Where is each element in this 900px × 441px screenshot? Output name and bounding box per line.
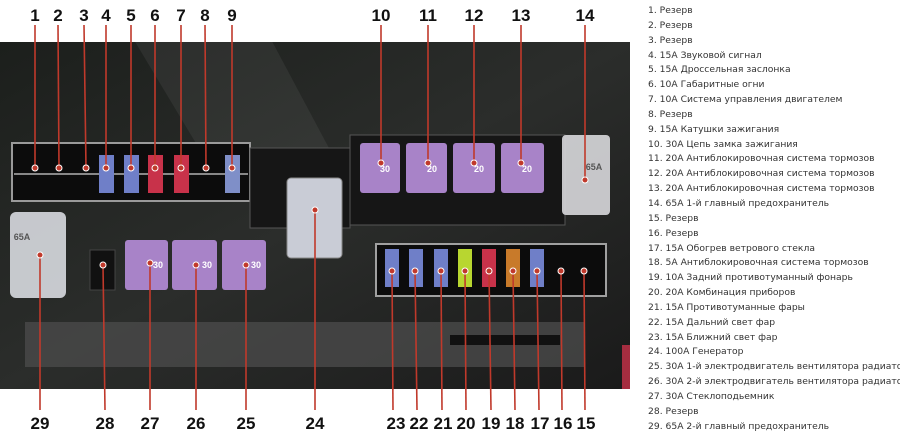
- legend-item: 25. 30А 1-й электродвигатель вентилятора…: [648, 361, 900, 373]
- callout-29: 29: [31, 414, 50, 433]
- legend-item: 18. 5А Антиблокировочная система тормозо…: [648, 257, 869, 269]
- svg-text:65A: 65A: [586, 162, 603, 172]
- callout-2: 2: [53, 6, 62, 25]
- fuse-10: 30: [360, 143, 400, 193]
- svg-text:20: 20: [522, 164, 532, 174]
- callout-11: 11: [419, 6, 437, 25]
- legend-item: 9. 15А Катушки зажигания: [648, 123, 780, 135]
- callout-15: 15: [577, 414, 596, 433]
- callout-10: 10: [372, 6, 391, 25]
- callout-13: 13: [512, 6, 531, 25]
- fuse-27: 30: [125, 240, 168, 290]
- svg-text:30: 30: [251, 260, 261, 270]
- legend-item: 6. 10А Габаритные огни: [648, 79, 765, 91]
- svg-text:30: 30: [202, 260, 212, 270]
- legend-item: 10. 30А Цепь замка зажигания: [648, 138, 798, 150]
- svg-text:20: 20: [427, 164, 437, 174]
- legend-item: 5. 15А Дроссельная заслонка: [648, 64, 791, 76]
- callout-25: 25: [237, 414, 256, 433]
- callout-23: 23: [387, 414, 406, 433]
- callout-12: 12: [465, 6, 484, 25]
- callout-5: 5: [126, 6, 135, 25]
- legend-item: 26. 30А 2-й электродвигатель вентилятора…: [648, 376, 900, 388]
- fuse-4: [99, 155, 114, 193]
- legend-item: 2. Резерв: [648, 19, 693, 31]
- bottom-callouts: 29 28 27 26 25 24 23 22 21 20 19 18 17 1…: [31, 414, 596, 433]
- legend-item: 1. Резерв: [648, 5, 693, 16]
- callout-26: 26: [187, 414, 206, 433]
- fuse-7: [174, 155, 189, 193]
- fuse-5: [124, 155, 139, 193]
- callout-22: 22: [410, 414, 429, 433]
- legend-item: 23. 15А Ближний свет фар: [648, 331, 778, 343]
- callout-6: 6: [150, 6, 159, 25]
- callout-21: 21: [434, 414, 453, 433]
- fuse-14: 65A: [562, 135, 610, 215]
- legend-item: 11. 20А Антиблокировочная система тормоз…: [648, 153, 875, 165]
- fuse-6: [148, 155, 163, 193]
- legend-item: 12. 20А Антиблокировочная система тормоз…: [648, 168, 875, 180]
- callout-24: 24: [306, 414, 325, 433]
- svg-text:65A: 65A: [14, 232, 31, 242]
- fuse-box-photo: 30 20 20 20 65A 65A 30 30 30: [0, 6, 630, 433]
- callout-4: 4: [101, 6, 111, 25]
- fuse-12: 20: [453, 143, 495, 193]
- svg-text:30: 30: [380, 164, 390, 174]
- legend-item: 21. 15А Противотуманные фары: [648, 301, 805, 313]
- fuse-9: [225, 155, 240, 193]
- legend-item: 15. Резерв: [648, 212, 699, 224]
- legend-item: 19. 10А Задний противотуманный фонарь: [648, 272, 853, 284]
- callout-7: 7: [176, 6, 185, 25]
- callout-3: 3: [79, 6, 88, 25]
- legend-item: 4. 15А Звуковой сигнал: [648, 49, 762, 61]
- legend-item: 20. 20А Комбинация приборов: [648, 287, 796, 299]
- legend-item: 14. 65А 1-й главный предохранитель: [648, 197, 830, 209]
- callout-8: 8: [200, 6, 209, 25]
- legend-item: 29. 65А 2-й главный предохранитель: [648, 420, 830, 432]
- svg-text:30: 30: [153, 260, 163, 270]
- fuse-legend: 1. Резерв 2. Резерв 3. Резерв 4. 15А Звуков…: [648, 4, 900, 434]
- callout-19: 19: [482, 414, 501, 433]
- legend-item: 16. Резерв: [648, 227, 699, 239]
- callout-14: 14: [576, 6, 595, 25]
- callout-1: 1: [30, 6, 39, 25]
- legend-item: 17. 15А Обогрев ветрового стекла: [648, 242, 815, 254]
- callout-18: 18: [506, 414, 525, 433]
- fuse-11: 20: [406, 143, 447, 193]
- legend-item: 27. 30А Стеклоподьемник: [648, 390, 775, 402]
- callout-9: 9: [227, 6, 236, 25]
- leader-lines: [31, 24, 589, 411]
- legend-item: 24. 100А Генератор: [648, 346, 744, 358]
- callout-17: 17: [531, 414, 550, 433]
- top-callouts: 1 2 3 4 5 6 7 8 9 10 11 12 13 14: [30, 6, 595, 25]
- svg-text:20: 20: [474, 164, 484, 174]
- legend-item: 22. 15А Дальний свет фар: [648, 316, 776, 328]
- legend-item: 8. Резерв: [648, 108, 693, 120]
- legend-item: 13. 20А Антиблокировочная система тормоз…: [648, 183, 875, 195]
- legend-item: 3. Резерв: [648, 34, 693, 46]
- fuse-13: 20: [501, 143, 544, 193]
- callout-16: 16: [554, 414, 573, 433]
- legend-item: 7. 10А Система управления двигателем: [648, 94, 843, 106]
- callout-20: 20: [457, 414, 476, 433]
- callout-28: 28: [96, 414, 115, 433]
- callout-27: 27: [141, 414, 160, 433]
- legend-item: 28. Резерв: [648, 405, 699, 417]
